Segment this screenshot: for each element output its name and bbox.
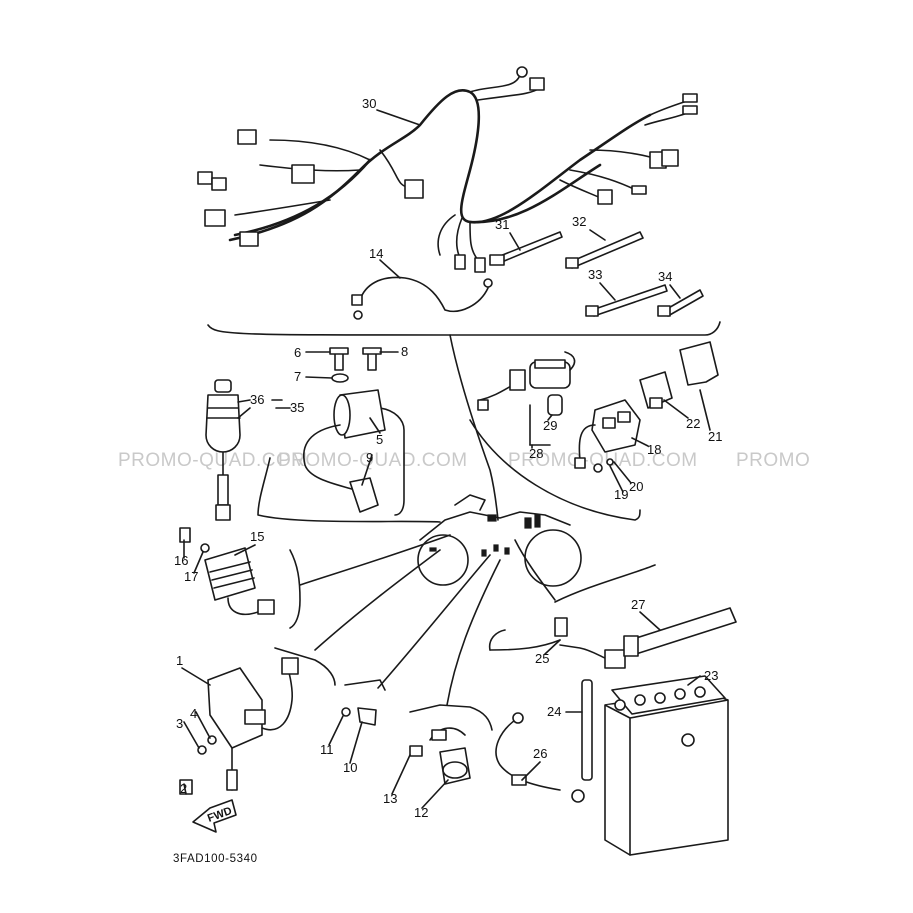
callout-31: 31 — [495, 217, 509, 232]
callout-17: 17 — [184, 569, 198, 584]
wire-harness — [197, 66, 698, 273]
group-brackets — [207, 321, 721, 731]
part-27-strap — [623, 607, 737, 657]
callout-14: 14 — [369, 246, 383, 261]
part-10-11 — [341, 707, 377, 726]
harness-terminal-3 — [682, 105, 698, 115]
harness-connector-5 — [239, 231, 259, 247]
callout-11: 11 — [320, 742, 334, 757]
callout-25: 25 — [535, 651, 549, 666]
callout-35: 35 — [290, 400, 304, 415]
callout-18: 18 — [647, 442, 661, 457]
harness-plug-1 — [454, 254, 466, 270]
harness-connector-6 — [197, 171, 213, 185]
callout-34: 34 — [658, 269, 672, 284]
harness-plug-2 — [474, 257, 486, 273]
fwd-arrow: FWD — [192, 799, 237, 833]
harness-terminal-4 — [631, 185, 647, 195]
part-15-rectifier — [179, 527, 275, 616]
callout-1: 1 — [176, 653, 183, 668]
part-18-relay — [574, 399, 641, 473]
callout-28: 28 — [529, 446, 543, 461]
part-32-tie — [569, 231, 644, 269]
callout-22: 22 — [686, 416, 700, 431]
callout-3: 3 — [176, 716, 183, 731]
callout-29: 29 — [543, 418, 557, 433]
diagram-code: 3FAD100-5340 — [173, 853, 258, 865]
callout-23: 23 — [704, 668, 718, 683]
part-31-tie — [494, 231, 563, 265]
harness-terminal-1 — [516, 66, 528, 78]
part-28-29 — [477, 351, 576, 446]
harness-connector-3 — [404, 179, 424, 199]
harness-connector-7 — [211, 177, 227, 191]
part-1-cdi — [179, 657, 299, 795]
harness-connector-4 — [204, 209, 226, 227]
part-5-coil — [303, 347, 386, 513]
callout-16: 16 — [174, 553, 188, 568]
callout-8: 8 — [401, 344, 408, 359]
harness-connector-10 — [661, 149, 679, 167]
callout-15: 15 — [250, 529, 264, 544]
leader-lines — [181, 109, 711, 809]
callout-10: 10 — [343, 760, 357, 775]
watermark-text-2: PROMO-QUAD.COM — [278, 450, 468, 471]
callout-6: 6 — [294, 345, 301, 360]
callout-5: 5 — [376, 432, 383, 447]
callout-9: 9 — [366, 450, 373, 465]
part-23-battery — [581, 675, 729, 856]
watermark: PROMO-QUAD.COM PROMO-QUAD.COM PROMO-QUAD… — [118, 450, 810, 471]
harness-terminal-2 — [682, 93, 698, 103]
harness-connector-11 — [597, 189, 613, 205]
harness-connector-1 — [237, 129, 257, 145]
part-21-22 — [639, 341, 719, 409]
atv-silhouette — [417, 494, 582, 587]
harness-connector-8 — [529, 77, 545, 91]
part-12-13 — [409, 727, 471, 785]
callout-19: 19 — [614, 487, 628, 502]
callout-20: 20 — [629, 479, 643, 494]
watermark-text-3: PROMO-QUAD.COM — [508, 450, 698, 471]
harness-connector-2 — [291, 164, 315, 184]
callout-4: 4 — [190, 706, 197, 721]
callout-7: 7 — [294, 369, 301, 384]
callout-12: 12 — [414, 805, 428, 820]
part-25-26 — [489, 617, 626, 803]
watermark-text-4: PROMO — [736, 450, 810, 471]
callout-21: 21 — [708, 429, 722, 444]
callout-30: 30 — [362, 96, 376, 111]
part-33-tie — [591, 284, 668, 317]
callout-13: 13 — [383, 791, 397, 806]
part-35-36-switch — [205, 379, 241, 521]
callout-33: 33 — [588, 267, 602, 282]
callouts: 1 2 3 4 5 6 7 8 9 10 11 12 13 14 15 16 1… — [174, 96, 722, 820]
callout-2: 2 — [180, 781, 187, 796]
part-14-wire — [351, 276, 493, 320]
callout-32: 32 — [572, 214, 586, 229]
callout-36: 36 — [250, 392, 264, 407]
callout-27: 27 — [631, 597, 645, 612]
callout-26: 26 — [533, 746, 547, 761]
callout-24: 24 — [547, 704, 561, 719]
watermark-text-1: PROMO-QUAD.COM — [118, 450, 308, 471]
cable-ties — [489, 231, 704, 317]
